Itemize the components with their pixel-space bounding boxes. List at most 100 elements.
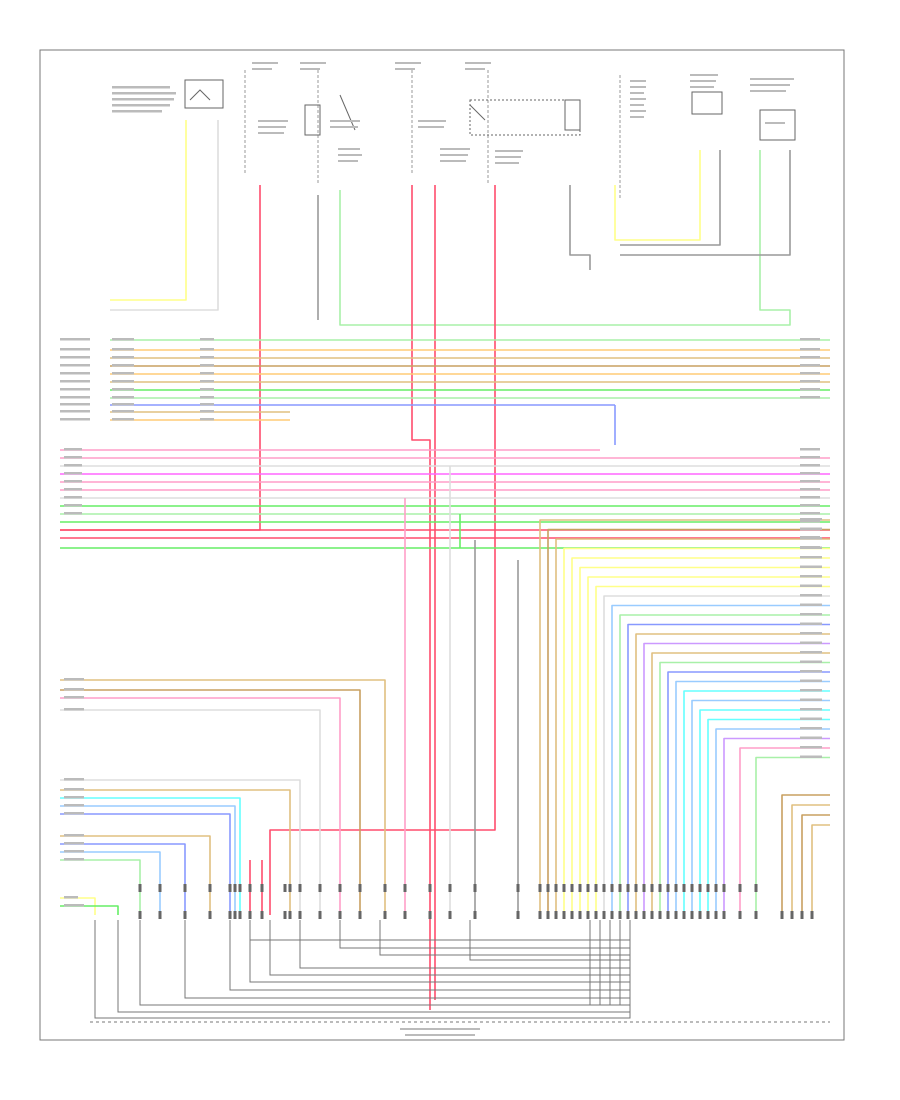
wire bbox=[571, 557, 830, 915]
ground-wire bbox=[94, 920, 631, 1019]
label-text bbox=[300, 68, 320, 70]
label-text bbox=[630, 98, 646, 100]
label-text bbox=[338, 160, 358, 162]
label-text bbox=[64, 812, 84, 815]
pin bbox=[554, 884, 558, 892]
pin bbox=[516, 884, 520, 892]
wire bbox=[60, 709, 321, 915]
pin bbox=[554, 911, 558, 919]
label-text bbox=[418, 126, 444, 128]
label-text bbox=[64, 464, 82, 467]
pin bbox=[358, 884, 362, 892]
relay-box bbox=[469, 99, 581, 136]
label-text bbox=[60, 418, 90, 421]
label-text bbox=[800, 594, 822, 597]
pin bbox=[714, 911, 718, 919]
label-text bbox=[112, 418, 134, 421]
wire bbox=[60, 813, 231, 915]
label-text bbox=[800, 556, 822, 559]
wire bbox=[60, 779, 301, 915]
pin bbox=[298, 911, 302, 919]
pin bbox=[570, 911, 574, 919]
wire bbox=[555, 538, 830, 915]
label-text bbox=[64, 842, 84, 845]
pin bbox=[626, 911, 630, 919]
label-text bbox=[800, 518, 822, 521]
pin bbox=[238, 884, 242, 892]
pin bbox=[208, 884, 212, 892]
label-text bbox=[112, 403, 134, 406]
label-text bbox=[800, 488, 820, 491]
label-text bbox=[64, 904, 84, 907]
pin bbox=[233, 884, 237, 892]
label-text bbox=[64, 472, 82, 475]
pin bbox=[260, 911, 264, 919]
pin bbox=[248, 911, 252, 919]
pin bbox=[698, 884, 702, 892]
label-text bbox=[800, 622, 822, 625]
relay-coil bbox=[564, 99, 581, 131]
label-text bbox=[64, 778, 84, 781]
wire bbox=[611, 604, 830, 915]
label-text bbox=[64, 512, 82, 515]
pin bbox=[233, 911, 237, 919]
pin bbox=[358, 911, 362, 919]
label-text bbox=[64, 696, 84, 699]
wire bbox=[60, 905, 119, 915]
label-text bbox=[64, 796, 84, 799]
pin bbox=[383, 884, 387, 892]
pin bbox=[602, 911, 606, 919]
label-text bbox=[465, 62, 491, 64]
label-text bbox=[800, 727, 822, 730]
label-text bbox=[465, 68, 485, 70]
pin bbox=[602, 884, 606, 892]
label-text bbox=[252, 62, 278, 64]
ground-network bbox=[90, 920, 830, 1023]
pin bbox=[538, 884, 542, 892]
label-text bbox=[200, 356, 214, 359]
pin bbox=[578, 884, 582, 892]
pin bbox=[538, 911, 542, 919]
label-text bbox=[330, 120, 360, 122]
label-text bbox=[200, 338, 214, 341]
label-text bbox=[200, 410, 214, 413]
label-text bbox=[800, 372, 820, 375]
ground-wire bbox=[249, 920, 631, 983]
label-text bbox=[60, 364, 90, 367]
pin bbox=[626, 884, 630, 892]
label-text bbox=[112, 372, 134, 375]
label-text bbox=[800, 565, 822, 568]
wire bbox=[659, 661, 830, 915]
label-text bbox=[64, 456, 82, 459]
label-text bbox=[200, 348, 214, 351]
label-text bbox=[800, 660, 822, 663]
wire bbox=[569, 185, 591, 270]
wire bbox=[811, 824, 830, 915]
label-text bbox=[64, 448, 82, 451]
wire bbox=[110, 120, 219, 311]
wire bbox=[563, 547, 830, 915]
label-text bbox=[800, 388, 820, 391]
pin bbox=[228, 911, 232, 919]
wire bbox=[620, 150, 791, 256]
ground-wire bbox=[139, 920, 631, 1006]
ground-wire bbox=[184, 920, 631, 999]
label-text bbox=[750, 90, 786, 92]
pin bbox=[183, 884, 187, 892]
pin bbox=[738, 911, 742, 919]
label-text bbox=[630, 80, 646, 82]
pin bbox=[578, 911, 582, 919]
wire bbox=[595, 585, 830, 915]
label-text bbox=[112, 110, 162, 113]
label-text bbox=[60, 338, 90, 341]
pin bbox=[666, 911, 670, 919]
label-text bbox=[800, 356, 820, 359]
pin bbox=[283, 884, 287, 892]
label-text bbox=[800, 348, 820, 351]
pin bbox=[298, 884, 302, 892]
label-text bbox=[395, 68, 415, 70]
label-text bbox=[800, 504, 820, 507]
pin bbox=[658, 884, 662, 892]
label-text bbox=[64, 678, 84, 681]
